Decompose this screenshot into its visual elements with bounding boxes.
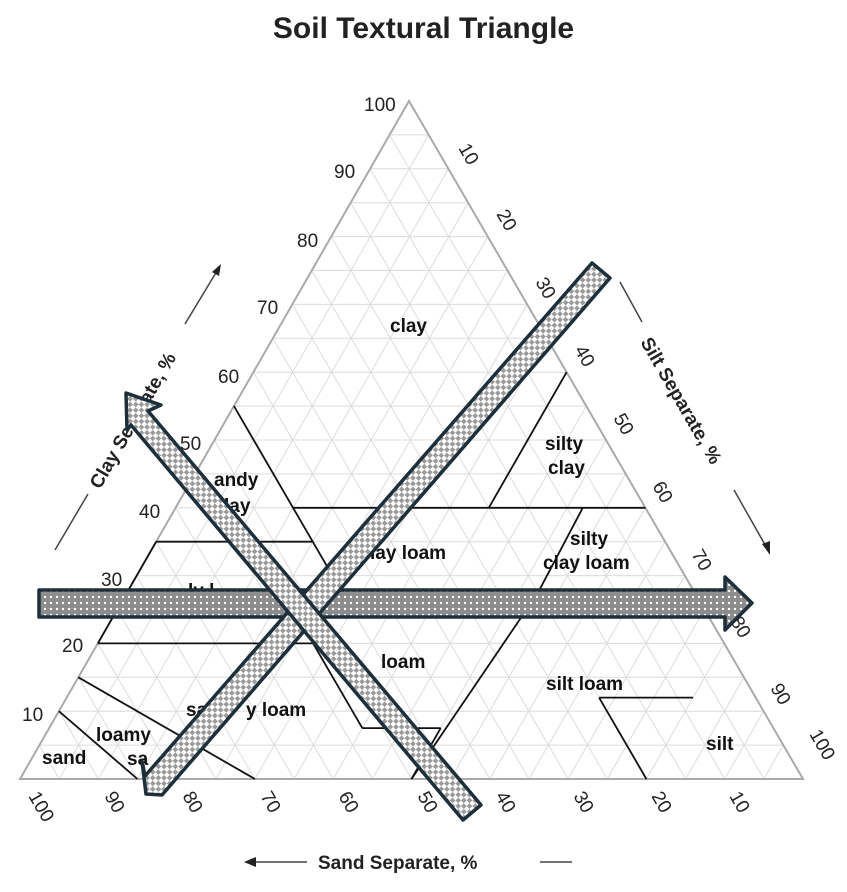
region-silty-clay-loam-label-2: clay loam	[543, 553, 630, 574]
horizontal-arrow	[37, 575, 754, 632]
grid-line-sand	[389, 134, 765, 780]
silt-axis-arrowhead	[762, 541, 770, 555]
class-boundary	[58, 710, 139, 780]
grid-line-silt	[528, 541, 666, 780]
region-sand-label: sand	[42, 748, 86, 769]
region-silt-label: silt	[706, 734, 734, 755]
region-silty-clay-label-2: clay	[548, 458, 585, 479]
grid-line-silt	[450, 473, 627, 780]
clay-tick-80: 80	[297, 231, 318, 252]
triangle-gridlines	[39, 134, 784, 780]
grid-line-silt	[137, 202, 469, 780]
region-clay-loam-label: lay loam	[370, 543, 446, 564]
clay-tick-10: 10	[22, 705, 43, 726]
sand-tick-30: 30	[569, 788, 598, 817]
silt-tick-20: 20	[492, 206, 521, 235]
sand-tick-70: 70	[256, 788, 285, 817]
sand-tick-80: 80	[178, 788, 207, 817]
clay-tick-30: 30	[101, 570, 122, 591]
clay-tick-90: 90	[334, 162, 355, 183]
region-clay-label: clay	[390, 316, 427, 337]
clay-tick-60: 60	[218, 367, 239, 388]
region-loam-label: loam	[381, 652, 425, 673]
region-loamy-sand-label-2: sa	[127, 749, 149, 770]
sand-tick-100: 100	[24, 788, 58, 826]
region-silty-clay-label-1: silty	[545, 434, 583, 455]
diagonal-arrow-up-left	[124, 391, 483, 822]
region-loamy-sand-label-1: loamy	[96, 725, 151, 746]
grid-line-sand	[272, 338, 530, 780]
grid-line-sand	[39, 744, 60, 780]
silt-axis-line	[619, 281, 643, 323]
class-boundary	[233, 405, 314, 543]
grid-line-sand	[77, 677, 138, 780]
sand-tick-90: 90	[100, 788, 129, 817]
grid-line-silt	[293, 338, 548, 780]
clay-axis-arrowhead	[212, 264, 221, 276]
silt-tick-40: 40	[570, 342, 599, 371]
page-title: Soil Textural Triangle	[272, 12, 575, 45]
clay-axis-arrow-shaft	[184, 265, 221, 325]
silt-tick-30: 30	[531, 274, 560, 303]
class-boundary	[77, 676, 256, 780]
diagonal-arrow-up-right	[140, 261, 612, 797]
silt-axis-arrow-shaft	[733, 489, 769, 551]
sand-axis-label: Sand Separate, %	[318, 853, 478, 874]
region-silt-loam-label: silt loam	[546, 674, 623, 695]
sand-tick-10: 10	[725, 788, 754, 817]
grid-line-sand	[155, 541, 295, 780]
sand-tick-20: 20	[647, 788, 676, 817]
clay-tick-20: 20	[62, 636, 83, 657]
region-silty-clay-loam-label-1: silty	[570, 529, 608, 550]
texture-class-boundaries	[58, 371, 695, 780]
clay-axis-line	[54, 493, 89, 551]
silt-axis-label: Silt Separate, %	[636, 334, 726, 468]
region-sandy-clay-label-1: andy	[214, 470, 259, 491]
grid-line-sand	[350, 202, 686, 780]
silt-tick-100: 100	[805, 726, 839, 764]
grid-line-silt	[489, 507, 646, 780]
silt-tick-10: 10	[454, 140, 483, 169]
clay-tick-40: 40	[139, 502, 160, 523]
silt-tick-50: 50	[609, 410, 638, 439]
sand-axis-arrowhead	[244, 857, 256, 867]
clay-tick-70: 70	[257, 298, 278, 319]
grid-line-silt	[685, 677, 745, 780]
sand-tick-60: 60	[334, 788, 363, 817]
sand-tick-50: 50	[413, 788, 442, 817]
grid-line-sand	[58, 710, 99, 780]
grid-line-silt	[58, 134, 430, 780]
class-boundary	[598, 697, 648, 780]
grid-line-silt	[606, 609, 705, 780]
region-sandy-loam-label-2: y loam	[246, 700, 306, 721]
grid-line-silt	[645, 643, 725, 780]
class-boundary	[312, 642, 364, 729]
class-boundary	[488, 371, 568, 509]
class-boundary	[537, 507, 584, 593]
clay-tick-100: 100	[364, 95, 396, 116]
clay-tick-50: 50	[180, 434, 201, 455]
grid-line-silt	[763, 744, 784, 780]
silt-tick-70: 70	[687, 546, 716, 575]
grid-line-sand	[311, 270, 608, 780]
sand-tick-40: 40	[491, 788, 520, 817]
grid-line-silt	[724, 710, 765, 780]
silt-tick-90: 90	[766, 680, 795, 709]
silt-tick-60: 60	[648, 478, 677, 507]
